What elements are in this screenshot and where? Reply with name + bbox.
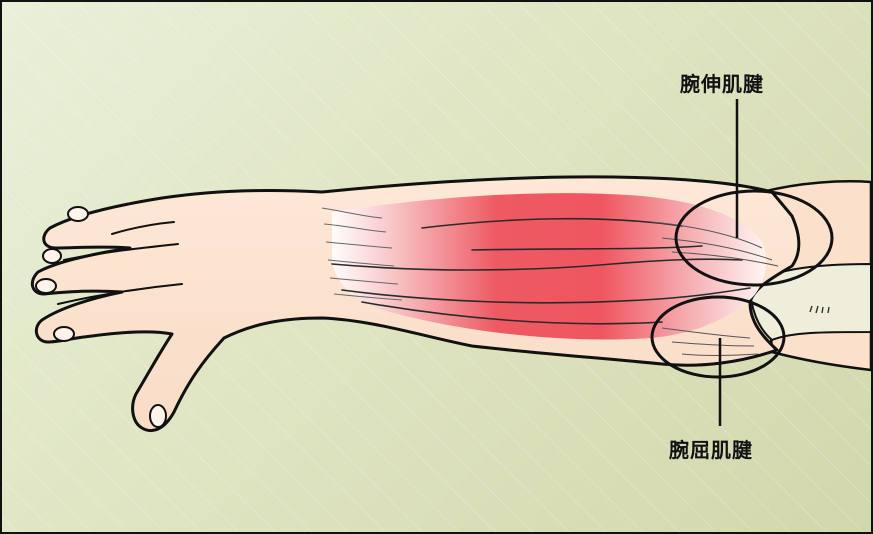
fingernail (36, 279, 56, 293)
fingernail (150, 405, 166, 427)
fingernail (54, 327, 74, 341)
extensor-tendon-label: 腕伸肌腱 (680, 68, 764, 97)
fingernail (43, 249, 61, 263)
fingernail (68, 207, 88, 221)
flexor-tendon-label: 腕屈肌腱 (669, 434, 753, 463)
